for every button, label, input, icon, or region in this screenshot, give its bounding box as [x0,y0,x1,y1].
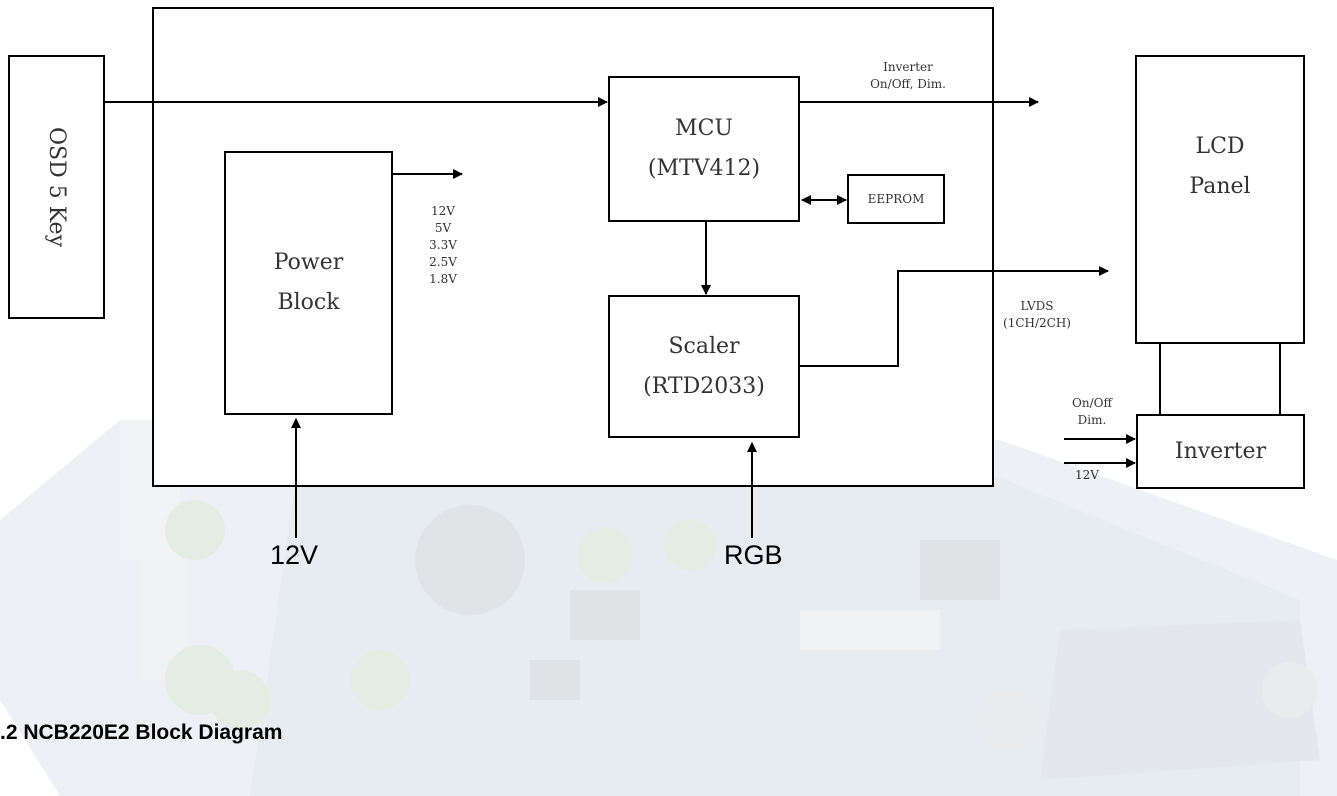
voltage-5v: 5V [434,221,452,235]
inverter-block: Inverter [1136,414,1305,489]
mcu-block: MCU (MTV412) [608,76,800,222]
scaler-block: Scaler (RTD2033) [608,295,800,438]
lvds-line1: LVDS [1020,299,1054,313]
onoff-line2: Dim. [1077,413,1107,427]
rgb-input-label: RGB [724,540,783,570]
scaler-to-lcd-lvds-arrow [800,266,1109,367]
power-subtitle: Block [277,290,340,315]
osd-key-block: OSD 5 Key [8,55,105,319]
scaler-part: (RTD2033) [643,373,765,399]
power-title: Power [273,250,344,275]
inverter-control-line2: On/Off, Dim. [870,77,946,91]
mcu-part: (MTV412) [647,156,761,181]
voltage-2v5: 2.5V [429,255,457,269]
scaler-title: Scaler [668,333,740,359]
onoff-dim-label: On/Off Dim. [1060,395,1124,429]
inverter-12v-label: 12V [1075,468,1099,482]
inverter-control-label: Inverter On/Off, Dim. [848,59,968,93]
eeprom-block: EEPROM [847,174,945,224]
onoff-line1: On/Off [1072,396,1112,410]
lvds-line2: (1CH/2CH) [1003,316,1071,330]
figure-caption: .2 NCB220E2 Block Diagram [0,721,283,744]
voltage-12v: 12V [431,204,455,218]
voltage-1v8: 1.8V [429,272,457,286]
voltage-list: 12V 5V 3.3V 2.5V 1.8V [418,203,468,288]
power-block: Power Block [224,151,393,415]
lcd-subtitle: Panel [1189,174,1251,199]
voltage-3v3: 3.3V [429,238,457,252]
osd-key-label: OSD 5 Key [44,126,70,248]
eeprom-label: EEPROM [867,191,925,206]
inverter-label: Inverter [1174,438,1267,464]
lcd-panel-block: LCD Panel [1135,55,1305,344]
power-input-12v-label: 12V [270,540,319,570]
lcd-title: LCD [1195,134,1245,159]
inverter-control-line1: Inverter [883,60,933,74]
lvds-label: LVDS (1CH/2CH) [997,298,1077,332]
mcu-title: MCU [675,116,733,141]
